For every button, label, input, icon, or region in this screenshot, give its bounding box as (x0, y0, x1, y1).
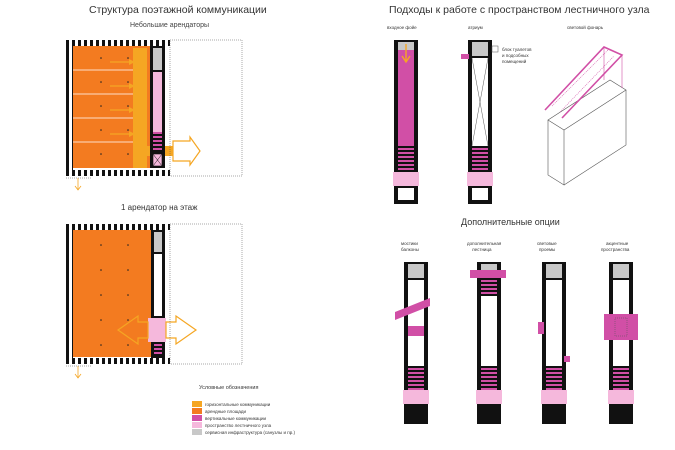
option-4-label-1: акцентные (606, 241, 629, 246)
left-sub-top: Небольшие арендаторы (130, 22, 210, 29)
option-2-label-2: лестница (472, 247, 492, 252)
rental-area (73, 230, 151, 357)
facade-bottom (66, 358, 170, 364)
column-dots (100, 244, 129, 346)
facade-bottom (66, 170, 170, 176)
option-light-openings (538, 262, 570, 424)
legend-swatch (192, 408, 202, 414)
facade-top (66, 40, 170, 46)
option-3-label-1: световые (537, 241, 557, 246)
approach-label-1: входное фойе (387, 25, 417, 30)
option-1-label-1: мостики (401, 241, 418, 246)
legend-label: горизонтальные коммуникации (205, 401, 271, 407)
plan-one-tenant (66, 223, 243, 379)
option-bridges (395, 262, 430, 424)
option-2-label-1: дополнительная (467, 241, 502, 246)
legend-swatch (192, 422, 202, 428)
approach-label-2: атриум (468, 25, 483, 30)
facade-left (66, 224, 73, 364)
facade-top (66, 224, 170, 230)
options-title: Дополнительные опции (461, 217, 560, 227)
unit-dividers (73, 69, 140, 143)
service-block (153, 48, 162, 70)
right-title: Подходы к работе с пространством лестнич… (389, 4, 650, 16)
corridor (133, 48, 147, 168)
stair (154, 342, 162, 356)
legend-label: сервисная инфраструктура (санузлы и пр.) (205, 429, 295, 435)
left-sub-bottom: 1 арендатор на этаж (121, 203, 198, 212)
flow-arrows (110, 52, 201, 167)
atrium-note-3: помещений (502, 59, 527, 64)
option-accent-spaces (604, 262, 638, 424)
legend-label: пространство лестничного узла (205, 422, 272, 428)
approach-atrium (461, 40, 499, 204)
stair-space (153, 72, 162, 132)
option-3-label-2: проемы (539, 247, 556, 252)
stair (153, 132, 162, 152)
down-arrow (74, 178, 82, 191)
atrium-note-2: и подсобных (502, 53, 529, 58)
facade-left (66, 40, 73, 176)
stair-space (154, 254, 162, 316)
approach-foyer (393, 40, 419, 204)
option-extra-stair (470, 262, 506, 424)
neighbour-plot (169, 223, 243, 365)
service-block (154, 232, 162, 252)
stair-lobby (148, 318, 166, 342)
plan-small-tenants (66, 39, 243, 191)
atrium-note-1: блок туалетов (502, 47, 532, 52)
legend-swatch (192, 401, 202, 407)
legend-label: арендные площади (205, 408, 247, 414)
approach-label-3: световой фонарь (567, 25, 604, 30)
neighbour-plot (169, 39, 243, 177)
option-4-label-2: пространства (601, 247, 630, 252)
legend-swatch (192, 429, 202, 435)
legend-title: Условные обозначения (199, 385, 259, 391)
legend-swatch (192, 415, 202, 421)
left-title: Структура поэтажной коммуникации (89, 4, 267, 16)
flow-arrows (116, 314, 198, 346)
approach-skylight (544, 46, 627, 186)
column-dots (100, 57, 129, 155)
option-1-label-2: балконы (401, 247, 419, 252)
down-arrow (74, 366, 82, 379)
legend-label: вертикальные коммуникации (205, 415, 267, 421)
